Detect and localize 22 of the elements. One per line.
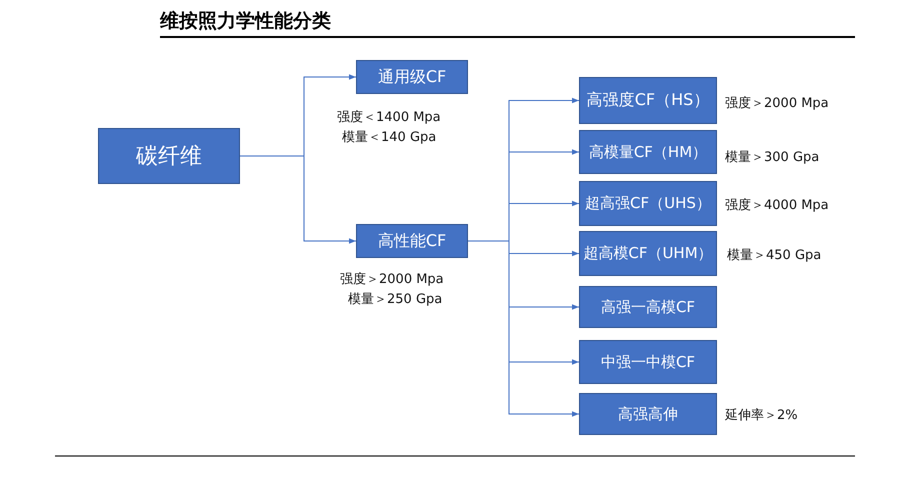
title: 维按照力学性能分类 [160, 9, 331, 34]
property-note: 模量＞450 Gpa [727, 247, 822, 264]
category-box: 高强高伸 [579, 393, 717, 435]
property-note: 模量＜140 Gpa [342, 129, 436, 146]
property-note: 模量＞250 Gpa [348, 291, 442, 308]
connector-arrow [240, 156, 356, 244]
category-box: 高性能CF [356, 224, 468, 258]
category-box: 高强度CF（HS） [579, 77, 717, 124]
connector-arrow [468, 240, 580, 417]
property-note: 延伸率＞2% [725, 407, 798, 424]
category-box: 通用级CF [356, 60, 468, 94]
category-box: 超高强CF（UHS） [579, 181, 717, 226]
category-box: 高强一高模CF [579, 286, 717, 328]
property-note: 强度＞2000 Mpa [725, 95, 829, 112]
property-note: 强度＞4000 Mpa [725, 197, 829, 214]
property-note: 强度＞2000 Mpa [340, 271, 444, 288]
category-box: 碳纤维 [98, 128, 240, 184]
category-box: 高模量CF（HM） [579, 130, 717, 174]
category-box: 中强一中模CF [579, 340, 717, 384]
property-note: 强度＜1400 Mpa [337, 109, 441, 126]
category-box: 超高模CF（UHM） [579, 231, 717, 276]
property-note: 模量＞300 Gpa [725, 149, 820, 166]
